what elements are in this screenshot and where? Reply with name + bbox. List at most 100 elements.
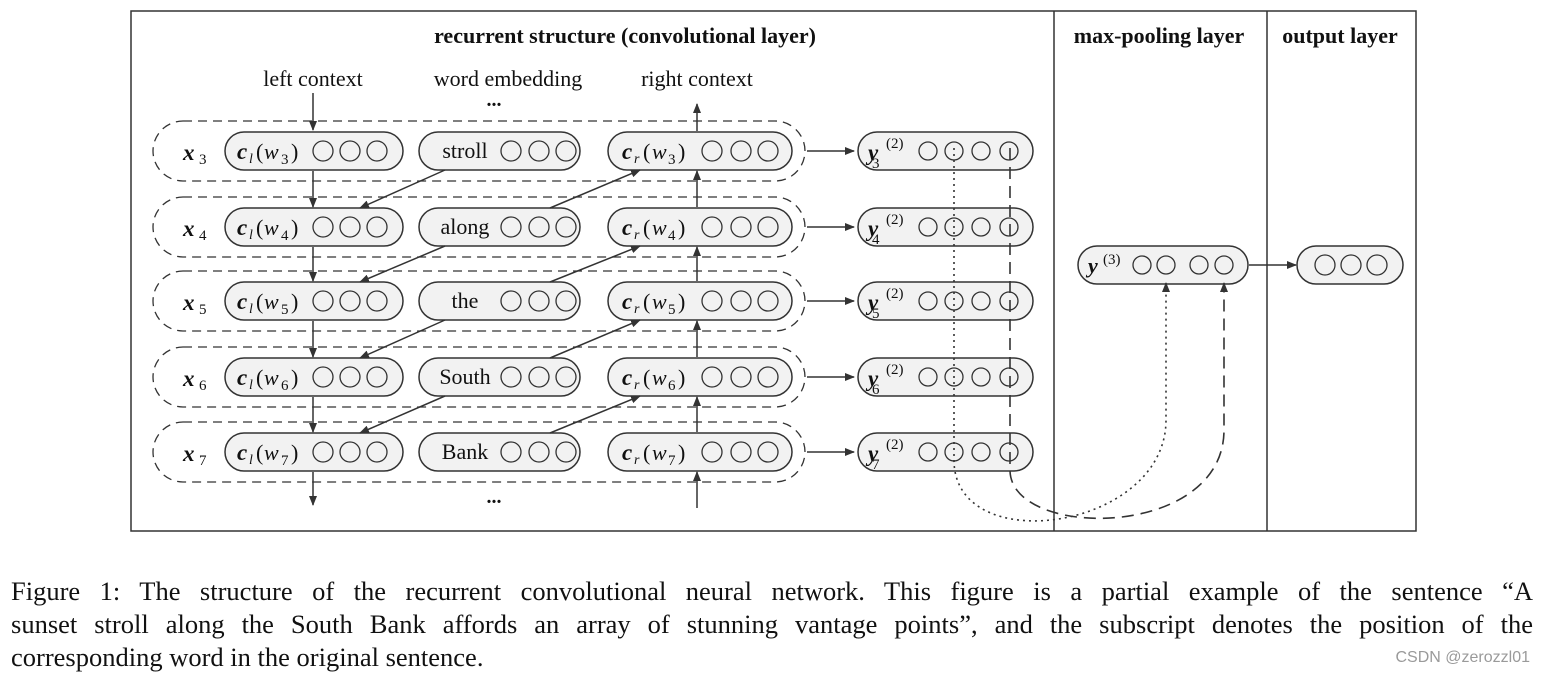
open-paren: ( [643, 440, 650, 465]
unit-circle [701, 366, 723, 388]
output-node [1296, 245, 1404, 285]
row-group-outline [152, 120, 806, 182]
unit-circle [339, 216, 361, 238]
left-context-label: left context [263, 66, 363, 91]
w-subscript: 6 [281, 378, 289, 394]
unit-circle [757, 216, 779, 238]
close-paren: ) [678, 365, 685, 390]
open-paren: ( [643, 215, 650, 240]
w-subscript: 4 [668, 228, 676, 244]
r-subscript: r [634, 152, 640, 167]
y2-node: y(2)7 [857, 432, 1034, 473]
x-subscript: 5 [199, 302, 207, 318]
w-subscript: 5 [281, 302, 289, 318]
word-label: along [441, 214, 490, 239]
close-paren: ) [291, 365, 298, 390]
open-paren: ( [256, 440, 263, 465]
unit-circle [701, 216, 723, 238]
word-embedding-node: Bank [418, 432, 581, 472]
y-symbol: y [865, 216, 879, 241]
unit-circle [730, 140, 752, 162]
open-paren: ( [643, 139, 650, 164]
unit-circle [999, 217, 1019, 237]
caption-line-1: Figure 1: The structure of the recurrent… [11, 576, 1533, 606]
open-paren: ( [643, 289, 650, 314]
r-subscript: r [634, 228, 640, 243]
unit-circle [555, 290, 577, 312]
unit-circle [757, 140, 779, 162]
unit-circle [918, 291, 938, 311]
x-subscript: 4 [199, 228, 207, 244]
figure-caption: Figure 1: The structure of the recurrent… [11, 575, 1533, 674]
unit-circle [528, 140, 550, 162]
word-embedding-label: word embedding [434, 66, 582, 91]
unit-circle [757, 366, 779, 388]
unit-circle [701, 140, 723, 162]
w-symbol: w [652, 365, 667, 390]
word-label: South [439, 364, 490, 389]
unit-circle [730, 441, 752, 463]
dashed-pooling-path [1009, 148, 1228, 520]
unit-circle [555, 366, 577, 388]
w-symbol: w [652, 215, 667, 240]
w-subscript: 7 [668, 453, 676, 469]
unit-circle [971, 291, 991, 311]
unit-circle [312, 216, 334, 238]
w-subscript: 3 [668, 152, 676, 168]
unit-circle [339, 140, 361, 162]
y-subscript: 6 [872, 382, 880, 398]
row-group-outline [152, 346, 806, 408]
unit-circle [944, 367, 964, 387]
x-symbol: x [182, 290, 195, 315]
unit-circle [339, 366, 361, 388]
unit-circle [528, 366, 550, 388]
y-superscript: (2) [886, 212, 904, 228]
caption-line-3: corresponding word in the original sente… [11, 642, 484, 672]
unit-circle [999, 141, 1019, 161]
unit-circle [918, 367, 938, 387]
w-symbol: w [264, 289, 279, 314]
unit-circle [971, 367, 991, 387]
close-paren: ) [291, 440, 298, 465]
unit-circle [500, 366, 522, 388]
y-subscript: 5 [872, 306, 880, 322]
unit-circle [366, 290, 388, 312]
unit-circle [971, 442, 991, 462]
row-group-outline [152, 270, 806, 332]
c-symbol: c [622, 289, 632, 314]
close-paren: ) [678, 440, 685, 465]
c-symbol: c [622, 139, 632, 164]
unit-circle [366, 216, 388, 238]
embedding-to-right-context-arrow [549, 319, 641, 359]
w-subscript: 3 [281, 152, 289, 168]
unit-circle [339, 441, 361, 463]
embedding-to-left-context-arrow [359, 395, 446, 434]
max-pooling-title: max-pooling layer [1074, 23, 1245, 48]
unit-circle [701, 290, 723, 312]
right-context-label: right context [641, 66, 753, 91]
x-symbol: x [182, 366, 195, 391]
word-label: stroll [442, 138, 487, 163]
open-paren: ( [256, 139, 263, 164]
unit-circle [500, 216, 522, 238]
close-paren: ) [291, 139, 298, 164]
w-symbol: w [264, 440, 279, 465]
embedding-to-right-context-arrow [549, 169, 641, 209]
l-subscript: l [249, 152, 253, 167]
y-symbol: y [865, 366, 879, 391]
open-paren: ( [643, 365, 650, 390]
w-subscript: 7 [281, 453, 289, 469]
c-symbol: c [237, 215, 247, 240]
embedding-to-left-context-arrow [359, 245, 446, 283]
close-paren: ) [678, 139, 685, 164]
r-subscript: r [634, 453, 640, 468]
embedding-to-right-context-arrow [549, 245, 641, 283]
x-symbol: x [182, 441, 195, 466]
c-symbol: c [237, 289, 247, 314]
diagram-frame [130, 10, 1417, 532]
